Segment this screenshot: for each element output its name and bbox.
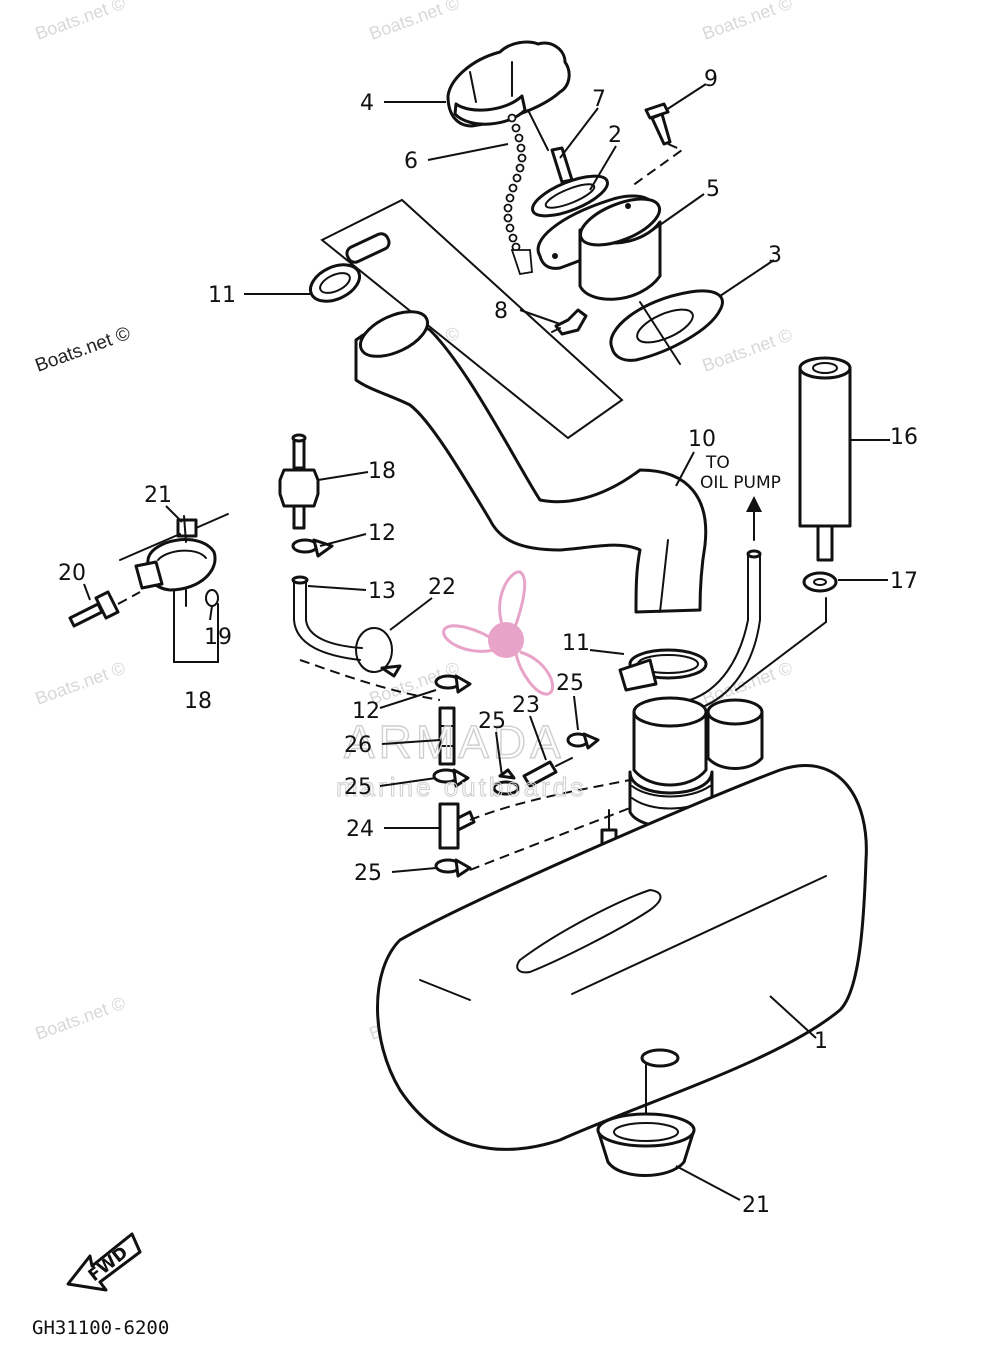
oil-pump-label: OIL PUMP xyxy=(700,473,781,493)
callout-25-b: 25 xyxy=(354,861,382,886)
guide-line xyxy=(469,779,631,821)
callout-21: 21 xyxy=(742,1193,770,1218)
part-4-filler-cap xyxy=(446,40,571,128)
watermark: Boats.net © xyxy=(700,0,795,44)
callout-3: 3 xyxy=(768,243,782,268)
to-label: TO xyxy=(705,453,730,473)
callout-9: 9 xyxy=(704,67,718,92)
guide-line xyxy=(735,597,827,691)
part-11-hose-clamp-top xyxy=(308,232,391,303)
brand-tagline: marine outboards xyxy=(336,772,586,802)
callout-19: 21 xyxy=(144,483,172,508)
callout-20: 20 xyxy=(58,561,86,586)
part-3-gasket xyxy=(609,289,724,365)
guide-line xyxy=(469,799,651,871)
part-10-filler-hose xyxy=(354,310,708,614)
callout-12-upper: 12 xyxy=(368,521,396,546)
part-18-washer xyxy=(205,589,219,607)
part-1-oil-tank xyxy=(376,764,868,1151)
callout-10: 10 xyxy=(688,427,716,452)
callout-8: 8 xyxy=(494,299,508,324)
fwd-direction-arrow: FWD xyxy=(66,1232,142,1292)
watermark: Boats.net © xyxy=(33,993,128,1044)
watermark: Boats.net © xyxy=(367,0,462,44)
callout-16: 18 xyxy=(368,459,396,484)
propeller-icon xyxy=(442,570,555,696)
callout-23: 23 xyxy=(512,693,540,718)
part-26-connector xyxy=(438,706,456,766)
part-19-screw xyxy=(183,515,187,543)
part-9-screw xyxy=(631,102,685,187)
callout-13: 13 xyxy=(368,579,396,604)
callout-25-a: 25 xyxy=(344,775,372,800)
callout-26: 26 xyxy=(344,733,372,758)
part-20-bolt xyxy=(68,590,141,628)
part-25-clip-d xyxy=(566,732,600,750)
callout-11-lower: 11 xyxy=(562,631,590,656)
callout-18: 19 xyxy=(204,625,232,650)
drawing-code: GH31100-6200 xyxy=(32,1317,169,1339)
callout-4: 4 xyxy=(360,91,374,116)
part-12-clip-lower xyxy=(434,674,472,694)
callout-22: 22 xyxy=(428,575,456,600)
part-25-clip-b xyxy=(434,858,472,878)
callout-labels: 4 6 7 2 9 5 3 8 11 10 TO OIL PUMP 16 17 … xyxy=(58,67,918,1218)
callout-7: 7 xyxy=(592,87,606,112)
part-25-clip-a xyxy=(432,768,470,788)
callout-25-c: 25 xyxy=(478,709,506,734)
callout-24: 24 xyxy=(346,817,374,842)
part-5-filler-neck xyxy=(536,194,662,301)
part-22-clamp xyxy=(355,627,402,678)
callout-6: 6 xyxy=(404,149,418,174)
part-14-oil-level-gauge xyxy=(798,356,852,562)
part-11-hose-clamp-lower xyxy=(618,648,708,692)
callout-14: 16 xyxy=(890,425,918,450)
part-23-fitting xyxy=(522,757,573,788)
part-15-grommet xyxy=(802,571,838,593)
watermark: Boats.net © xyxy=(33,0,128,44)
part-16-oil-filter xyxy=(278,433,320,530)
callout-5: 5 xyxy=(706,177,720,202)
part-17-filter-bracket-assembly xyxy=(119,513,229,663)
part-6-chain xyxy=(503,113,533,276)
callout-15: 17 xyxy=(890,569,918,594)
callout-11-top: 11 xyxy=(208,283,236,308)
armada-logo: ARMADA marine outboards xyxy=(336,570,586,803)
oil-pump-return-line xyxy=(689,496,762,709)
callout-25-d: 25 xyxy=(556,671,584,696)
callout-17: 18 xyxy=(184,689,212,714)
part-25-clip-c xyxy=(492,768,520,796)
part-2-gasket xyxy=(531,174,609,218)
part-24-t-joint xyxy=(438,802,476,850)
callout-1: 1 xyxy=(814,1029,828,1054)
tank-gauge-neck xyxy=(706,698,764,770)
watermark: Boats.net © xyxy=(33,658,128,709)
watermark: Boats.net © xyxy=(700,325,795,376)
mounting-bracket-outline xyxy=(320,198,624,440)
part-7-screw xyxy=(527,109,574,184)
leader-lines xyxy=(83,83,890,1201)
callout-2: 2 xyxy=(608,123,622,148)
watermark: Boats.net © xyxy=(33,323,134,377)
part-21-bottom-grommet xyxy=(596,1112,696,1177)
part-8-fitting xyxy=(551,308,588,336)
part-12-clip-upper xyxy=(291,538,334,558)
part-13-hose xyxy=(291,575,363,661)
brand-name: ARMADA xyxy=(344,716,565,768)
arrow-up-icon xyxy=(746,496,762,512)
callout-12-lower: 12 xyxy=(352,699,380,724)
